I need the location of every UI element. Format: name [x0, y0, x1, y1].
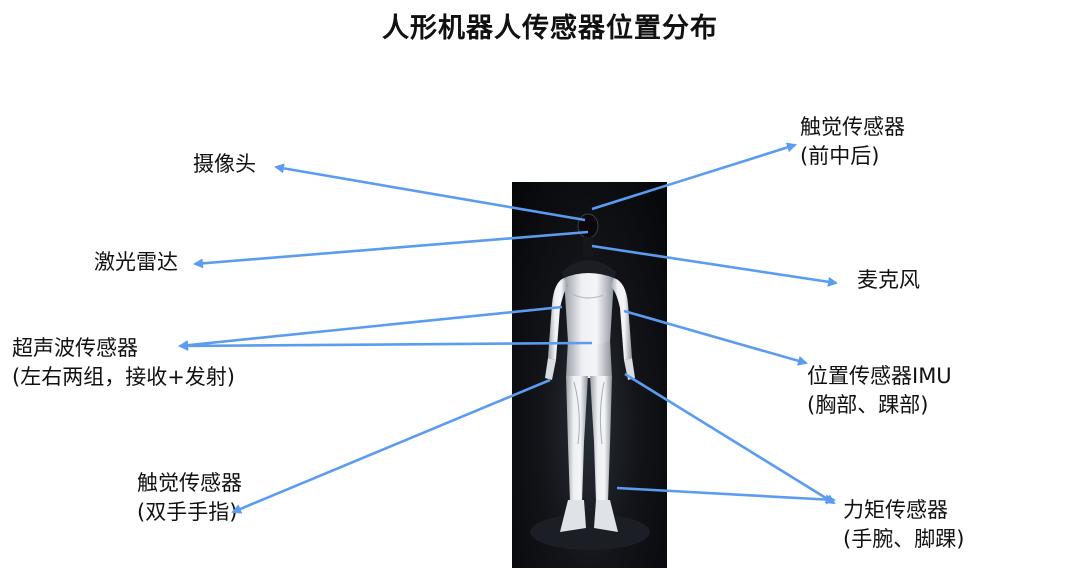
- label-force-torque: 力矩传感器 (手腕、脚踝): [843, 496, 964, 554]
- robot-chest-sensor: [602, 292, 606, 296]
- robot-right-arm: [610, 278, 632, 360]
- label-lidar: 激光雷达: [94, 248, 178, 277]
- label-ultrasonic: 超声波传感器 (左右两组，接收+发射): [12, 334, 235, 392]
- robot-hips: [566, 340, 612, 378]
- label-microphone-text: 麦克风: [857, 268, 920, 292]
- label-touch-hands: 触觉传感器 (双手手指): [137, 469, 242, 527]
- robot-photo: [512, 182, 667, 568]
- diagram-title: 人形机器人传感器位置分布: [382, 13, 718, 44]
- robot-right-hand: [624, 358, 635, 380]
- robot-left-arm: [548, 278, 568, 360]
- robot-left-foot: [560, 500, 586, 532]
- robot-neck: [583, 237, 593, 257]
- label-camera-text: 摄像头: [193, 152, 256, 176]
- label-lidar-text: 激光雷达: [94, 250, 178, 274]
- robot-head: [577, 213, 599, 239]
- label-imu-detail: (胸部、踝部): [807, 393, 929, 417]
- robot-right-foot: [594, 500, 618, 532]
- robot-left-leg-seam: [573, 381, 580, 445]
- label-imu: 位置传感器IMU (胸部、踝部): [807, 362, 952, 420]
- label-microphone: 麦克风: [857, 266, 920, 295]
- robot-right-leg-seam: [599, 381, 605, 445]
- humanoid-robot-illustration: [530, 213, 650, 550]
- arrow-ultrasonic-upper: [178, 305, 563, 351]
- robot-left-hand: [545, 358, 556, 380]
- label-touch-body-name: 触觉传感器: [800, 115, 905, 139]
- label-imu-name: 位置传感器IMU: [807, 364, 952, 388]
- floor-glow: [530, 514, 650, 550]
- label-force-torque-name: 力矩传感器: [843, 498, 948, 522]
- label-camera: 摄像头: [193, 150, 256, 179]
- label-force-torque-detail: (手腕、脚踝): [843, 527, 965, 551]
- robot-left-leg: [566, 376, 588, 502]
- label-touch-body-detail: (前中后): [800, 144, 880, 168]
- label-touch-hands-detail: (双手手指): [137, 500, 238, 524]
- label-ultrasonic-name: 超声波传感器: [12, 336, 138, 360]
- arrow-touch-hands: [231, 378, 551, 514]
- label-touch-body: 触觉传感器 (前中后): [800, 113, 905, 171]
- label-ultrasonic-detail: (左右两组，接收+发射): [12, 365, 235, 389]
- label-touch-hands-name: 触觉传感器: [137, 471, 242, 495]
